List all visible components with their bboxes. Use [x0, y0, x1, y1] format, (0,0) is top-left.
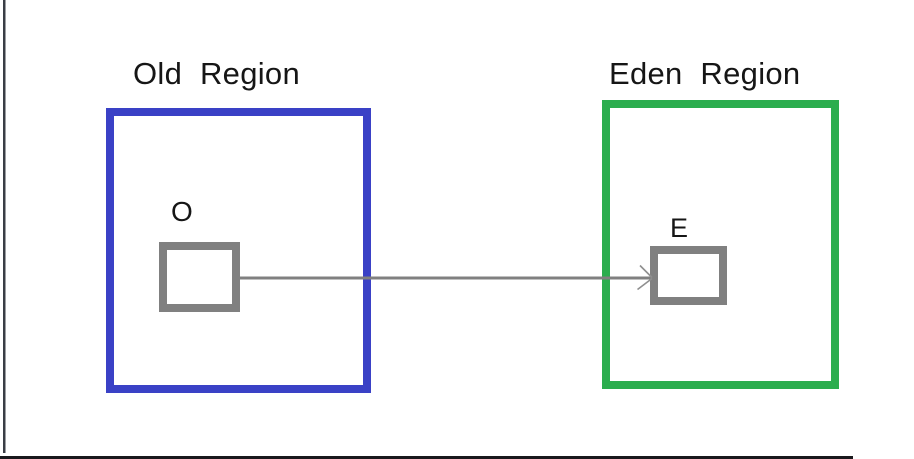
object-e-box [650, 246, 727, 305]
object-e-label: E [670, 213, 689, 243]
old-region-title: Old Region [133, 56, 301, 91]
object-o-label: O [171, 196, 193, 227]
old-region-box [106, 108, 371, 393]
window-bottom-bar [0, 456, 853, 459]
eden-region-box [602, 100, 839, 389]
arrow-head-icon [637, 264, 653, 291]
object-o-box [159, 242, 240, 312]
eden-region-title: Eden Region [609, 56, 801, 91]
window-left-edge [3, 0, 6, 453]
